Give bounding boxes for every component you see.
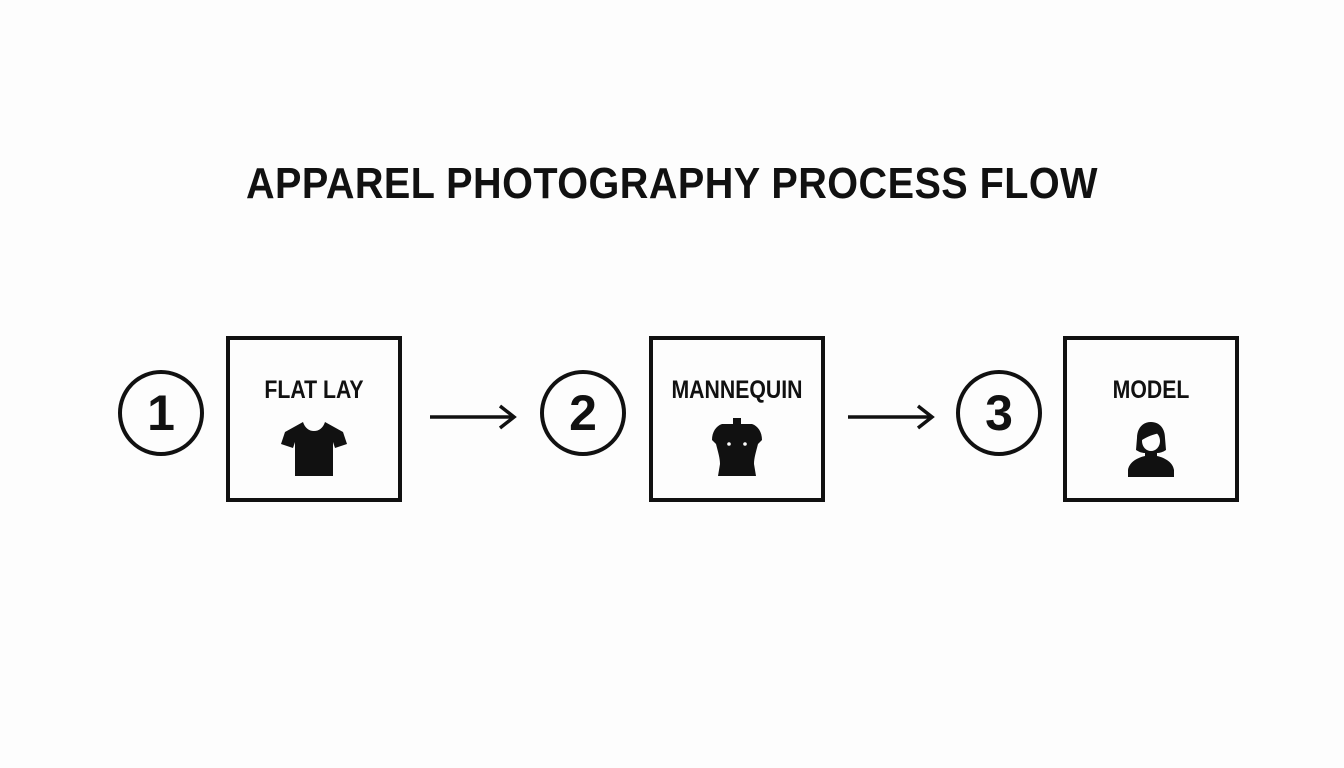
step-number-badge: 3 [956,370,1042,456]
step-number-badge: 2 [540,370,626,456]
step-label: FLAT LAY [264,376,364,404]
step-box-mannequin: MANNEQUIN [649,336,825,502]
arrow-right-icon [430,404,517,430]
step-number-badge: 1 [118,370,204,456]
step-label: MODEL [1112,376,1190,404]
t-shirt-icon [281,420,347,483]
page-title: APPAREL PHOTOGRAPHY PROCESS FLOW [246,159,1098,208]
mannequin-icon [710,418,764,483]
step-box-flat-lay: FLAT LAY [226,336,402,502]
arrow-right-icon [848,404,935,430]
step-box-model: MODEL [1063,336,1239,502]
step-label: MANNEQUIN [671,376,803,404]
person-icon [1126,420,1176,483]
